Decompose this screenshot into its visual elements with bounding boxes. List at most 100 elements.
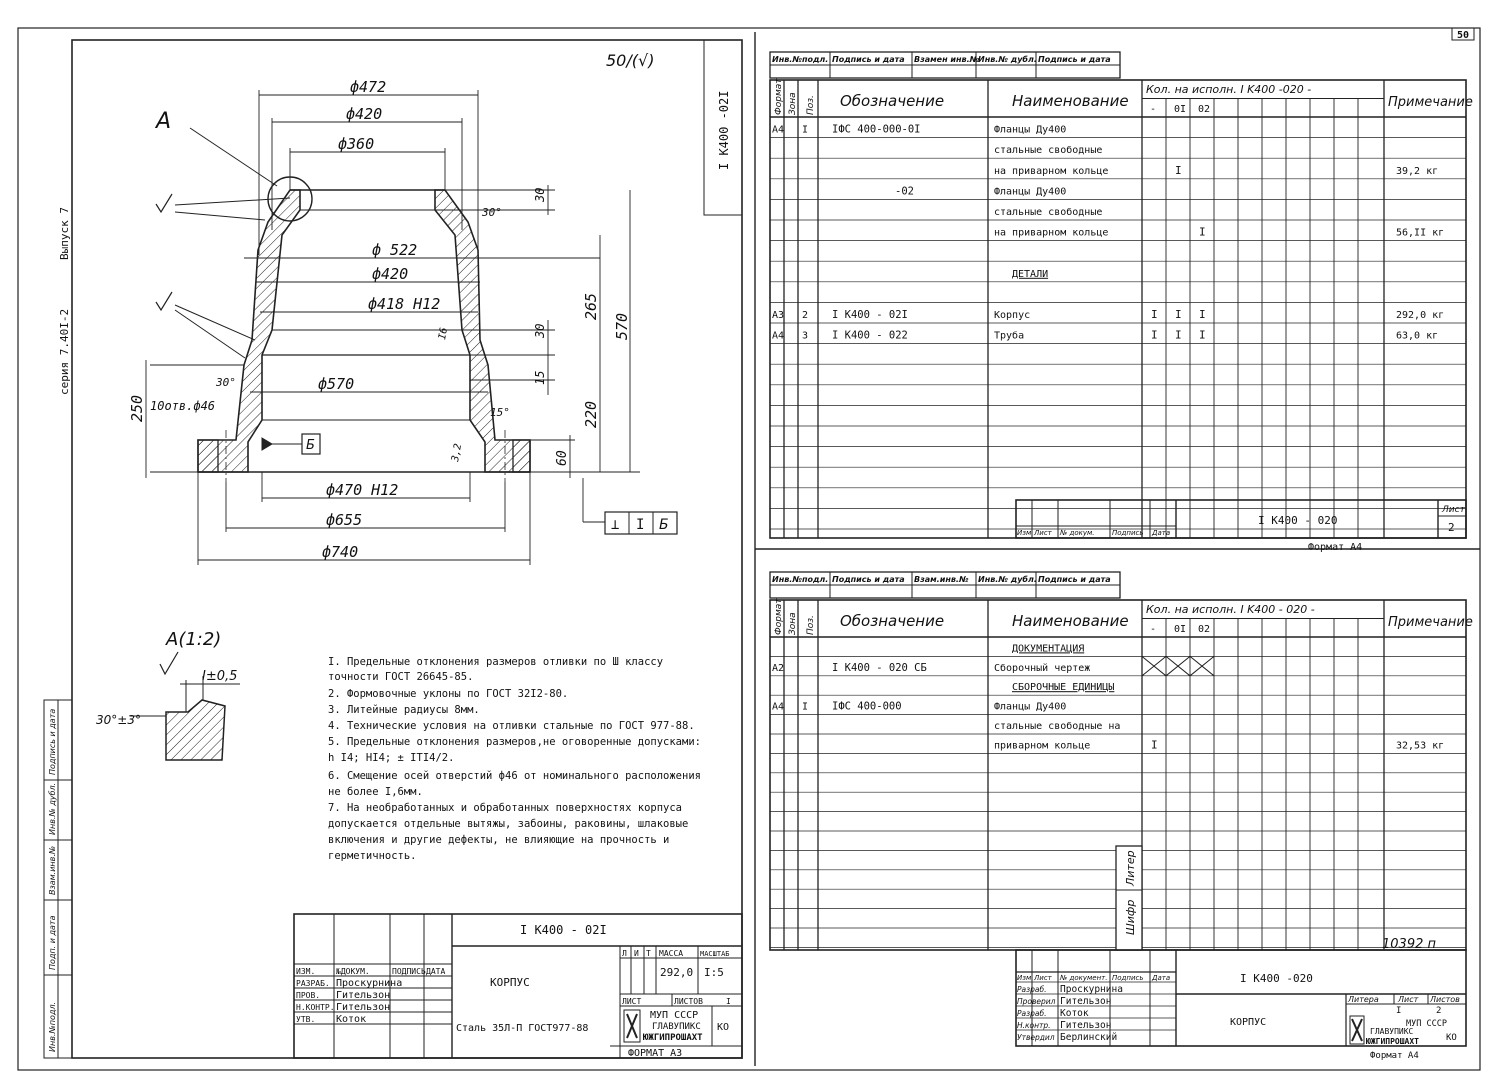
tb-role-0: РАЗРАБ. (296, 979, 330, 988)
tb-bot-org-0: МУП СССР (1406, 1019, 1447, 1029)
row-name-4: стальные свободные на (994, 720, 1120, 732)
tb-scale: I:5 (704, 966, 724, 979)
tb-bot-role-4: Утвердил (1017, 1033, 1055, 1042)
row-desig-1: I K400 - 020 СБ (832, 662, 927, 674)
side-stamp-0: Подпись и дата (48, 709, 57, 775)
row-note-10: 63,0 кг (1396, 331, 1438, 342)
hdr-pos: Поз. (806, 95, 816, 115)
tb-mass-h: МАССА (659, 949, 683, 958)
tb-scale-h: МАСШТАБ (700, 950, 730, 958)
dim-h60: 60 (555, 450, 570, 466)
hdr-desig: Обозначение (840, 612, 944, 630)
tb-bot-sheet: I (1396, 1006, 1401, 1016)
tb-top-code: I K400 - 020 (1258, 514, 1337, 527)
tol-value: I (636, 517, 644, 533)
hdr-note: Примечание (1388, 95, 1473, 110)
tb-org-1: ГЛАВУПИКС (652, 1022, 701, 1032)
tb-lit-t: Т (646, 949, 651, 958)
tb-material: Сталь 35Л-П ГОСТ977-88 (456, 1023, 588, 1034)
row-fmt-1: A2 (772, 663, 784, 674)
tb-lit-l: Л (622, 949, 627, 958)
tb-bot-role-0: Разраб. (1017, 985, 1046, 994)
dim-d420a: ф420 (346, 105, 382, 123)
hdr-name: Наименование (1012, 92, 1129, 110)
row-q-9-1: I (1175, 308, 1182, 321)
dim-a30: 30° (215, 376, 236, 389)
dim-d655: ф655 (326, 511, 362, 529)
stamp-4: Подпись и дата (1038, 575, 1111, 584)
row-name-2: СБОРОЧНЫЕ ЕДИНИЦЫ (1012, 682, 1114, 693)
row-name-5: на приварном кольце (994, 228, 1108, 239)
hdr-format: Формат (774, 598, 784, 635)
dim-r32: 3,2 (450, 443, 464, 464)
row-fmt-3: A4 (772, 702, 784, 713)
row-name-10: Труба (994, 330, 1024, 342)
tol-datum: Б (659, 517, 669, 533)
dim-d420b: ф420 (372, 265, 408, 283)
hdr-qty: Кол. на исполн. I K400 -020 - (1146, 83, 1311, 96)
row-name-3: Фланцы Дy400 (994, 186, 1066, 197)
row-q-1-1: X (1174, 670, 1175, 671)
col-1: 0I (1174, 104, 1186, 115)
side-litera: Литер (1124, 850, 1137, 887)
tb-bot-sheet-h: Лист (1397, 995, 1419, 1004)
tb-bot-person-3: Гительзон (1060, 1020, 1111, 1031)
row-note-5: 56,II кг (1396, 228, 1444, 239)
note-0: I. Предельные отклонения размеров отливк… (328, 656, 663, 668)
left-side-stamp: Подпись и дата Инв.№ дубл. Взам.инв.№ По… (43, 207, 73, 1059)
tb-bot-h-1: Лист (1033, 974, 1053, 982)
part-section-drawing (145, 90, 640, 565)
hdr-format: Формат (774, 78, 784, 115)
col-0: - (1150, 104, 1156, 115)
tb-bot-lit-h: Литера (1347, 995, 1379, 1004)
detail-tol: I±0,5 (202, 669, 237, 684)
tb-format: ФОРМАТ А3 (628, 1048, 682, 1059)
tb-h-list: №ДОКУМ. (335, 967, 370, 976)
row-q-5-2: I (1199, 226, 1206, 239)
dim-h30a: 30 (533, 188, 547, 203)
tb-top-h-0: Изм (1017, 529, 1032, 537)
dim-h220: 220 (582, 401, 600, 428)
code-box (703, 39, 743, 216)
tb-bot-sheets-h: Листов (1429, 995, 1460, 1004)
left-sheet-frame (71, 39, 743, 1059)
row-q-10-2: I (1199, 329, 1206, 342)
tb-bot-name: КОРПУС (1230, 1017, 1266, 1028)
dim-d472: ф472 (350, 78, 386, 96)
tb-bot-role-2: Разраб. (1017, 1009, 1046, 1018)
tb-person-2: Гительзон (336, 1002, 390, 1013)
side-stamp-1: Инв.№ дубл. (48, 783, 57, 835)
stamp-4: Подпись и дата (1038, 55, 1111, 64)
tb-bot-person-0: Проскурнина (1060, 984, 1123, 995)
side-stamp-4: Инв.№подл. (48, 1002, 57, 1052)
tolerance-frame: ⊥ I Б (604, 511, 678, 535)
stamp-2: Взамен инв.№ (914, 55, 980, 64)
row-name-1: Сборочный чертеж (994, 662, 1090, 674)
hdr-note: Примечание (1388, 615, 1473, 630)
row-pos-9: 2 (802, 310, 808, 321)
tb-bot-h-3: Подпись (1112, 974, 1144, 982)
dim-d570: ф570 (318, 375, 354, 393)
tb-bot-person-2: Коток (1060, 1008, 1089, 1019)
dim-h265: 265 (582, 293, 600, 320)
stamp-3: Инв.№ дубл. (978, 54, 1037, 64)
row-q-10-1: I (1175, 329, 1182, 342)
datum-b-box (301, 433, 321, 455)
dim-r16: I6 (437, 327, 450, 341)
tb-bot-format: Формат А4 (1370, 1051, 1419, 1061)
title-block-a3 (293, 913, 743, 1059)
row-desig-9: I K400 - 02I (832, 309, 908, 321)
col-2: 02 (1198, 104, 1210, 115)
row-fmt-9: A3 (772, 310, 784, 321)
tb-role-2: Н.КОНТР. (296, 1003, 335, 1012)
stamp-2: Взам.инв.№ (914, 575, 969, 584)
row-desig-3: -02 (895, 185, 914, 197)
note-1: точности ГОСТ 26645-85. (328, 671, 473, 683)
row-q-9-2: I (1199, 308, 1206, 321)
row-fmt-10: A4 (772, 331, 784, 342)
tb-bot-role-1: Проверил (1017, 997, 1056, 1006)
row-q-9-0: I (1151, 308, 1158, 321)
side-stamp-2: Взам.инв.№ (48, 846, 57, 895)
